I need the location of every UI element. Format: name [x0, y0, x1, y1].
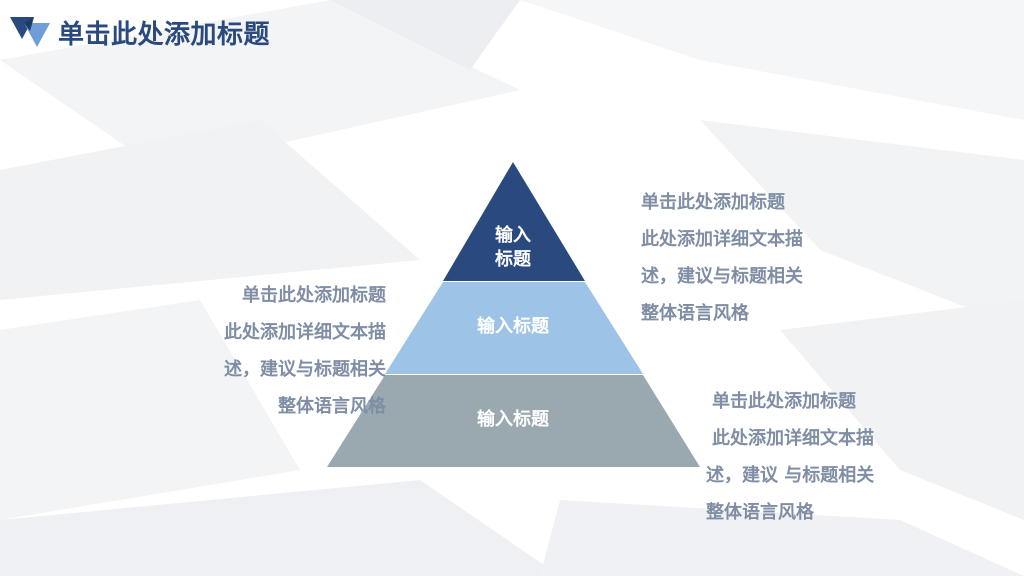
pyramid-top-label[interactable]: 输入 标题	[473, 224, 553, 272]
pyramid-tier-bottom	[327, 375, 700, 467]
description-line: 单击此处添加标题	[641, 192, 785, 213]
description-line: 整体语言风格	[641, 303, 749, 324]
pyramid-middle-label[interactable]: 输入标题	[477, 316, 549, 337]
pyramid-tier-middle	[385, 282, 643, 374]
description-line: 整体语言风格	[278, 396, 386, 417]
description-line: 述，建议与标题相关	[641, 266, 803, 287]
description-middle-left[interactable]: 单击此处添加标题 此处添加详细文本描 述，建议与标题相关 整体语言风格	[196, 277, 386, 425]
pyramid-top-label-line1: 输入	[495, 225, 531, 246]
triangle-logo-icon	[10, 17, 50, 47]
description-line: 单击此处添加标题	[242, 285, 386, 306]
pyramid-bottom-label[interactable]: 输入标题	[477, 409, 549, 430]
description-line: 此处添加详细文本描	[712, 428, 874, 449]
description-line: 述，建议 与标题相关	[706, 465, 875, 486]
description-line: 此处添加详细文本描	[224, 322, 386, 343]
description-bottom-right[interactable]: 单击此处添加标题 此处添加详细文本描 述，建议 与标题相关 整体语言风格	[706, 383, 874, 531]
description-top-right[interactable]: 单击此处添加标题 此处添加详细文本描 述，建议与标题相关 整体语言风格	[641, 184, 803, 332]
description-line: 此处添加详细文本描	[641, 229, 803, 250]
page-title[interactable]: 单击此处添加标题	[58, 20, 271, 50]
description-line: 整体语言风格	[706, 502, 814, 523]
description-line: 单击此处添加标题	[712, 391, 856, 412]
pyramid-tier-top	[443, 162, 585, 281]
pyramid-top-label-line2: 标题	[495, 249, 531, 270]
description-line: 述，建议与标题相关	[224, 359, 386, 380]
